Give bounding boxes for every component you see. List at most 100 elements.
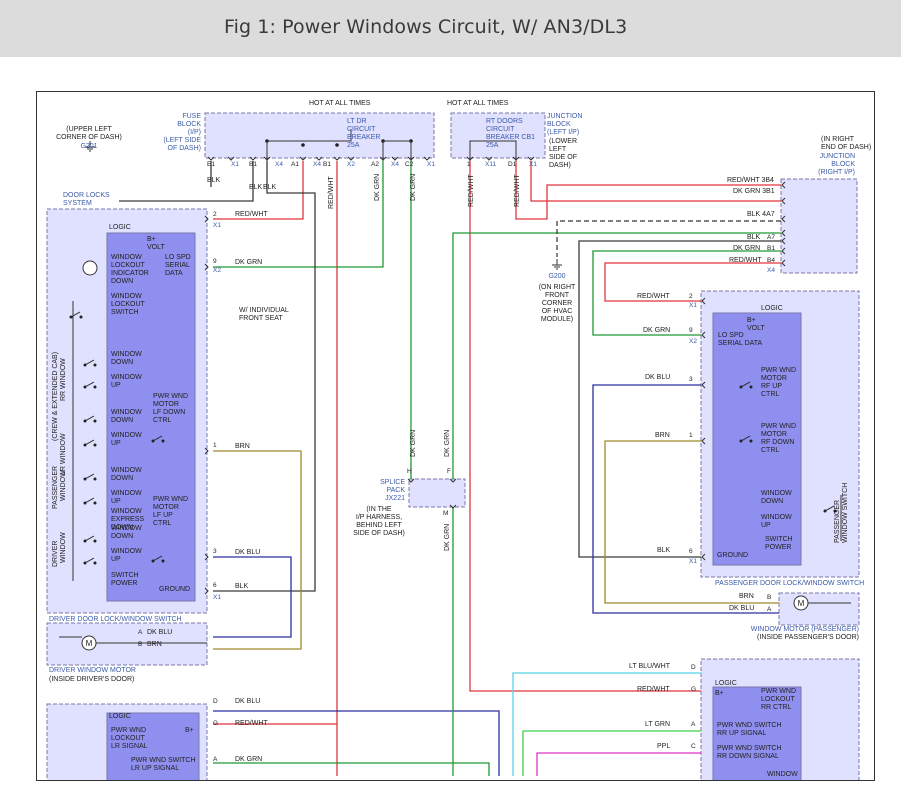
connector-chevron: [466, 156, 474, 161]
g200-location: MODULE): [541, 316, 573, 323]
connector-chevron: [781, 229, 786, 237]
wire-color-label: DK GRN: [444, 430, 451, 457]
wire-color-label: RED/WHT: [514, 174, 521, 207]
pin-label: A1: [291, 161, 299, 168]
wire-color-label: RED/WHT: [468, 174, 475, 207]
in-right-end-label: END OF DASH): [821, 144, 871, 151]
switch-power-label: SWITCH: [111, 572, 139, 579]
connector-chevron: [263, 156, 271, 161]
driver-switch-logic-module: [106, 232, 196, 602]
wire-color-label: RED/WHT: [637, 293, 670, 300]
g201-location: CORNER OF DASH): [56, 134, 122, 141]
logic-label: LOGIC: [715, 680, 737, 687]
junction-block-right-label: BLOCK: [831, 161, 855, 168]
pin-label: X2: [689, 338, 697, 345]
wire-color-label: DK GRN: [444, 524, 451, 551]
dk-grn-wire-lr: [213, 762, 490, 776]
window-up-label: WINDOW: [111, 432, 142, 439]
connector-chevron: [701, 381, 706, 389]
rr-down-label: RR DOWN SIGNAL: [717, 753, 779, 760]
hot-at-all-times-label: HOT AT ALL TIMES: [309, 100, 371, 107]
bplus-volt-label: VOLT: [747, 325, 765, 332]
connector-chevron: [407, 156, 415, 161]
switch-contact: [93, 477, 97, 481]
express-down-label: WINDOW: [111, 508, 142, 515]
connector-chevron: [485, 156, 493, 161]
rt-doors-breaker-label: CIRCUIT: [486, 126, 515, 133]
blk-wire-driver-ground: [213, 161, 316, 592]
lr-lockout-label: PWR WND: [111, 727, 146, 734]
rr-lockout-label: RR CTRL: [761, 704, 791, 711]
window-lockout-indicator-label: WINDOW: [111, 254, 142, 261]
side-driver-label: DRIVER: [52, 541, 59, 567]
passenger-window-switch-label: PASSENGER: [834, 500, 841, 543]
wire-color-label: BRN: [739, 593, 754, 600]
junction-block-left-location: LEFT: [549, 146, 567, 153]
lf-up-ctrl-label: MOTOR: [153, 504, 179, 511]
logic-label: LOGIC: [109, 224, 131, 231]
lr-up-label: LR UP SIGNAL: [131, 765, 179, 772]
rt-doors-breaker-label: RT DOORS: [486, 118, 523, 125]
fuse-block-label: (LEFT SIDE: [163, 137, 201, 144]
window-up-label: WINDOW: [111, 548, 142, 555]
switch-contact: [93, 561, 97, 565]
fuse-block-label: (I/P): [188, 129, 201, 136]
pin-label: 3: [689, 376, 693, 383]
connector-chevron: [781, 215, 786, 223]
switch-contact: [93, 539, 97, 543]
junction-block-right-box: [780, 178, 858, 274]
g200-location: FRONT: [545, 292, 570, 299]
pin-label: A: [213, 756, 218, 763]
lo-spd-serial-label: SERIAL DATA: [718, 340, 763, 347]
wire-color-label: DK BLU: [235, 698, 260, 705]
pin-label: A7: [767, 234, 775, 241]
window-lockout-indicator-label: DOWN: [111, 278, 133, 285]
pin-label: G: [691, 686, 696, 693]
rr-down-label: PWR WND SWITCH: [717, 745, 782, 752]
switch-power-label: POWER: [765, 544, 791, 551]
connector-chevron: [781, 247, 786, 255]
wire-color-label: BRN: [147, 641, 162, 648]
passenger-motor-location: (INSIDE PASSENGER'S DOOR): [757, 634, 859, 641]
wire-color-label: PPL: [657, 743, 670, 750]
pin-label: X2: [213, 267, 221, 274]
wire-color-label: DK BLU: [235, 549, 260, 556]
switch-contact: [93, 363, 97, 367]
connector-chevron: [379, 156, 387, 161]
window-up-label: UP: [111, 382, 121, 389]
connector-chevron: [449, 504, 457, 509]
wire-color-label: BLK: [235, 583, 249, 590]
red-wht-wire-rr-bplus: [469, 161, 701, 692]
pin-label: 9: [689, 327, 693, 334]
wire-color-label: DK GRN: [410, 174, 417, 201]
pin-label: X4: [313, 161, 321, 168]
pin-label: X1: [213, 222, 221, 229]
g200-location: (ON RIGHT: [539, 284, 576, 291]
connector-chevron: [701, 437, 706, 445]
bplus-volt-label: B+: [147, 236, 156, 243]
switch-blade: [84, 359, 95, 366]
wire-color-label: BRN: [655, 432, 670, 439]
side-rr-label: RR WINDOW: [60, 358, 67, 401]
switch-blade: [84, 497, 95, 504]
pin-label: 1: [689, 432, 693, 439]
splice-pack-label: JX221: [385, 495, 405, 502]
window-lockout-indicator-label: INDICATOR: [111, 270, 149, 277]
rt-doors-breaker-label: 25A: [486, 142, 499, 149]
wire-color-label: RED/WHT: [235, 720, 268, 727]
window-lockout-switch-label: LOCKOUT: [111, 301, 146, 308]
lf-down-ctrl-label: MOTOR: [153, 401, 179, 408]
window-down-label: WINDOW: [111, 467, 142, 474]
connector-chevron: [391, 156, 399, 161]
connector-chevron: [423, 156, 431, 161]
connector-chevron: [527, 156, 535, 161]
wire-color-label: DK GRN: [643, 327, 670, 334]
window-down-label: WINDOW: [111, 409, 142, 416]
junction-block-left-label: (LEFT I/P): [547, 129, 579, 136]
bplus-volt-label: B+: [747, 317, 756, 324]
wire-color-label: BLK 4A7: [747, 211, 775, 218]
pin-label: D: [213, 698, 218, 705]
window-down-label: DOWN: [111, 533, 133, 540]
lo-spd-data-label: DATA: [165, 270, 183, 277]
